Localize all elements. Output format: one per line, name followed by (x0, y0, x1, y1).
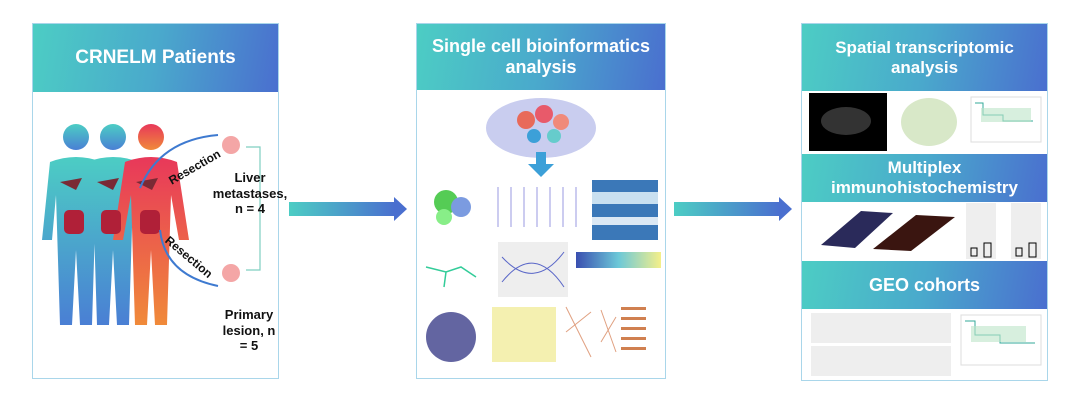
human-silhouette-icon (42, 124, 110, 325)
pseudotime-plot (498, 242, 568, 297)
resection-arrow-top (139, 134, 219, 189)
dotplot (497, 187, 577, 227)
km-plot-geo (960, 314, 1042, 366)
patients-header: CRNELM Patients (33, 24, 278, 92)
mihc-boxplots (966, 203, 1041, 259)
geo-boxplots (811, 313, 951, 376)
mihc-image-2 (873, 215, 955, 251)
km-plot-spatial (970, 96, 1042, 143)
cells-icon (517, 105, 569, 143)
heatmap-1 (592, 180, 658, 240)
human-silhouette-red-icon (113, 124, 189, 325)
down-arrow-icon (528, 152, 554, 177)
liver-tumor-icon (222, 136, 240, 154)
resection-arrow-bottom (159, 229, 219, 287)
single-cell-illustrations (425, 98, 661, 362)
color-bar (576, 252, 661, 268)
network-plot (426, 312, 476, 362)
primary-lesion-label: Primary lesion, n = 5 (222, 307, 276, 354)
mihc-image-1 (821, 211, 893, 248)
liver-metastases-label: Liver metastases, n = 4 (212, 170, 288, 217)
spatial-map (901, 98, 957, 146)
bracket (246, 146, 261, 271)
umap-plot (434, 190, 471, 225)
legend-bars (621, 307, 646, 350)
organs-icon (60, 178, 160, 234)
trajectory-plot (425, 266, 477, 288)
mihc-header: Multiplex immunohistochemistry (802, 154, 1047, 202)
primary-tumor-icon (222, 264, 240, 282)
flow-arrow-1 (289, 197, 407, 221)
validation-illustrations (809, 93, 1042, 376)
correlation-matrix (492, 307, 556, 362)
single-cell-header: Single cell bioinformatics analysis (417, 24, 665, 90)
spatial-header: Spatial transcriptomic analysis (802, 24, 1047, 91)
flow-arrow-2 (674, 197, 792, 221)
patients-illustration (42, 124, 261, 325)
sankey-plot (565, 306, 617, 358)
geo-header: GEO cohorts (802, 261, 1047, 309)
cell-dish-icon (486, 98, 596, 158)
